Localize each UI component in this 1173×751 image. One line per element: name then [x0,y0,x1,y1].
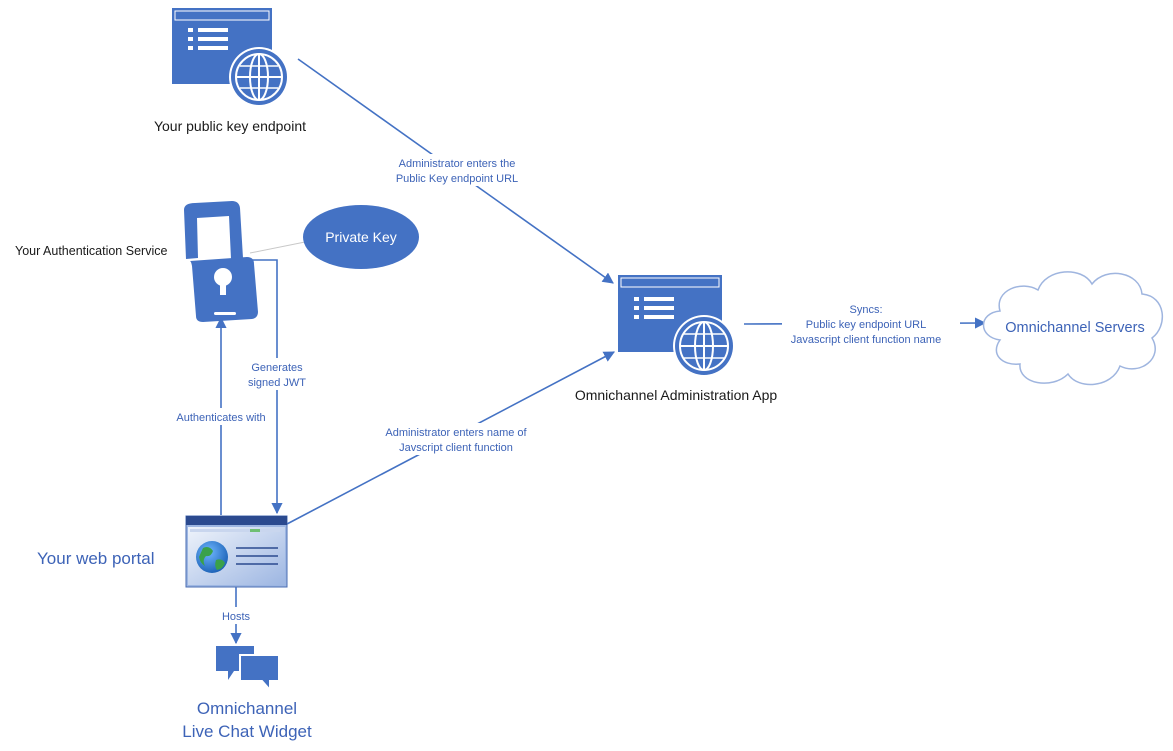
edge-label-line: Javscript client function [399,442,513,454]
web-portal-node: Your web portal [37,515,288,588]
auth-generates-label: Generates signed JWT [247,358,309,390]
public-key-endpoint-label: Your public key endpoint [154,118,306,134]
edge-label-line: Javascript client function name [791,334,941,346]
edge-label-line: Authenticates with [176,412,265,424]
authenticates-with-label: Authenticates with [170,408,274,425]
edge-auth-to-portal [251,259,283,515]
edge-label-line: signed JWT [248,377,306,389]
private-key-label: Private Key [325,229,397,245]
auth-service-node: Your Authentication Service [15,201,258,322]
browser-page-icon [185,515,288,588]
edge-label-line: Public Key endpoint URL [396,173,518,185]
edge-label-line: Administrator enters name of [385,427,527,439]
admin-app-node: Omnichannel Administration App [575,275,778,403]
globe-icon [229,47,289,107]
edge-label-line: Administrator enters the [399,158,516,170]
chat-widget-label-line1: Omnichannel [197,699,297,718]
private-key-node: Private Key [303,205,419,269]
edge-label-line: Syncs: [849,304,882,316]
servers-node: Omnichannel Servers [982,271,1164,386]
chat-widget-label-line2: Live Chat Widget [182,722,312,741]
public-key-endpoint-node: Your public key endpoint [154,8,306,134]
hosts-label: Hosts [219,607,253,624]
edge-label-line: Public key endpoint URL [806,319,926,331]
chat-widget-node: Omnichannel Live Chat Widget [182,646,312,741]
edge-label-line: Generates [251,362,303,374]
chat-bubbles-icon [216,646,280,693]
globe-icon [673,315,735,377]
private-key-connector [249,241,306,254]
admin-to-servers-label: Syncs: Public key endpoint URL Javascrip… [782,302,960,347]
web-portal-label: Your web portal [37,549,155,568]
phone-lock-icon [184,201,258,322]
auth-service-label: Your Authentication Service [15,244,167,258]
portal-to-admin-label: Administrator enters name of Javscript c… [374,423,540,455]
servers-label: Omnichannel Servers [1005,320,1144,336]
admin-app-label: Omnichannel Administration App [575,387,778,403]
endpoint-to-admin-label: Administrator enters the Public Key endp… [389,154,525,186]
edge-label-line: Hosts [222,611,251,623]
cloud-icon [982,271,1164,386]
